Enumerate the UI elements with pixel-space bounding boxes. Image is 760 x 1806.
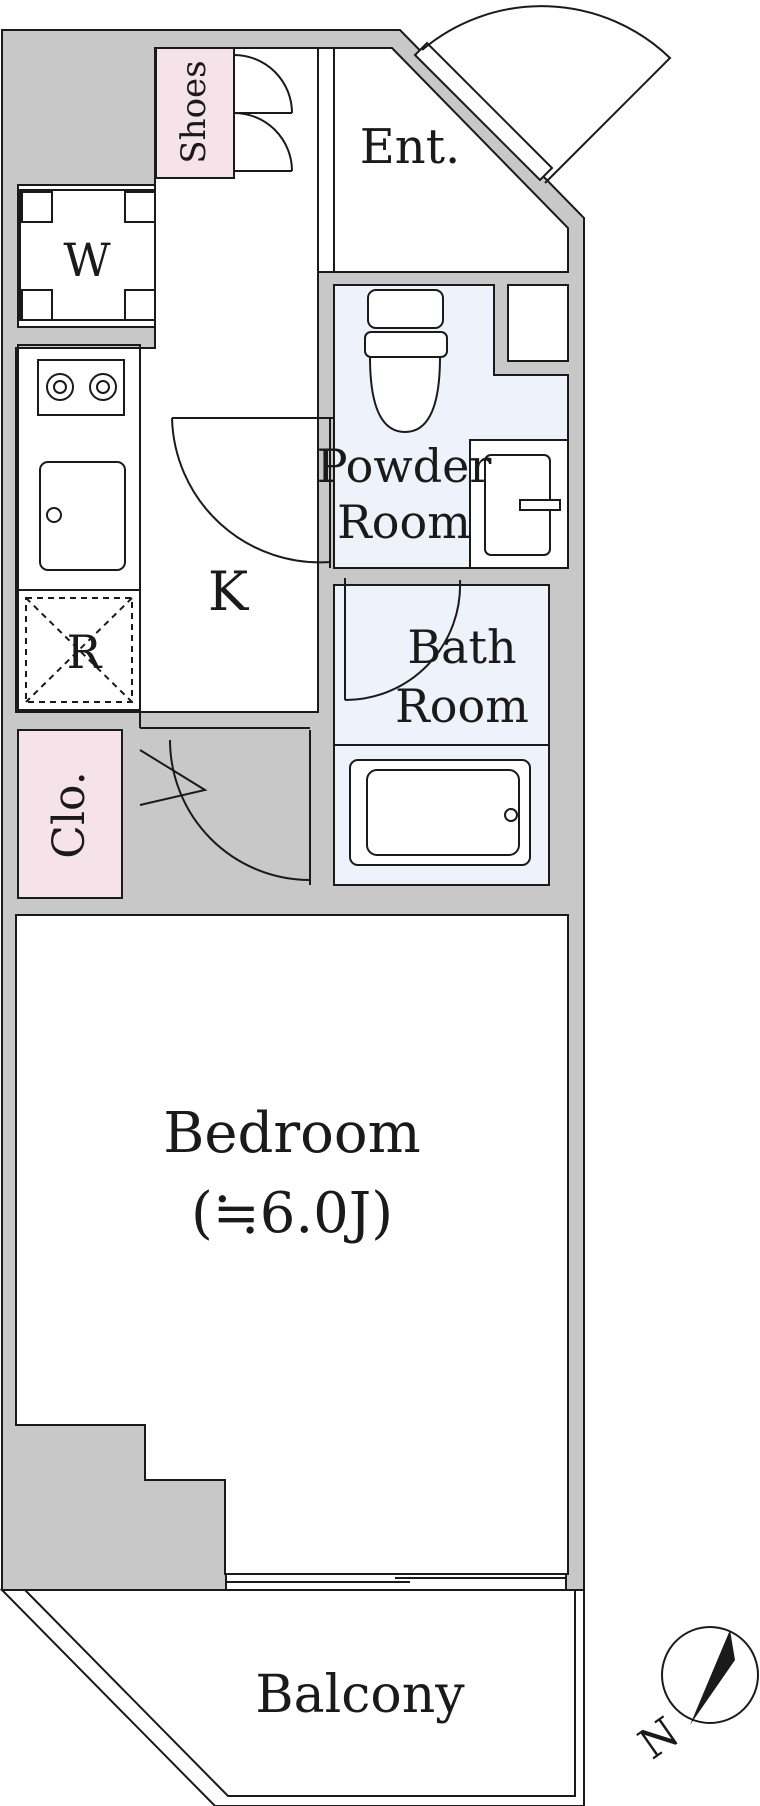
powder-room-label-line1: Powder <box>317 439 492 493</box>
balcony <box>0 1573 585 1806</box>
washer-label: W <box>63 233 111 287</box>
shoes-cabinet-doors <box>233 54 293 172</box>
compass-north-label: N <box>630 1708 688 1769</box>
washbasin <box>469 439 569 569</box>
powder-room-door <box>171 417 334 568</box>
refrigerator-label: R <box>67 625 103 679</box>
entrance-label: Ent. <box>360 119 461 175</box>
bedroom-label: Bedroom <box>163 1101 420 1166</box>
partitions <box>139 48 335 729</box>
bath-room-door <box>344 578 462 702</box>
powder-room-label-line2: Room <box>337 495 471 549</box>
closet-label: Clo. <box>44 771 95 858</box>
compass-ring <box>661 1626 759 1724</box>
washer-pan <box>19 189 156 321</box>
bedroom-size-label: (≒6.0J) <box>191 1181 393 1246</box>
toilet <box>364 289 448 434</box>
bath-room-label-line2: Room <box>395 679 529 733</box>
balcony-label: Balcony <box>255 1665 465 1725</box>
bathtub <box>334 744 549 866</box>
refrigerator-space <box>17 589 141 711</box>
kitchen-label: K <box>208 560 250 623</box>
north-compass <box>661 1626 759 1725</box>
entrance-door <box>413 5 672 184</box>
bath-room-label-line1: Bath <box>407 620 516 674</box>
closet-doors <box>121 730 311 898</box>
shoes-label: Shoes <box>174 60 214 163</box>
compass-arrow-icon <box>690 1630 735 1725</box>
